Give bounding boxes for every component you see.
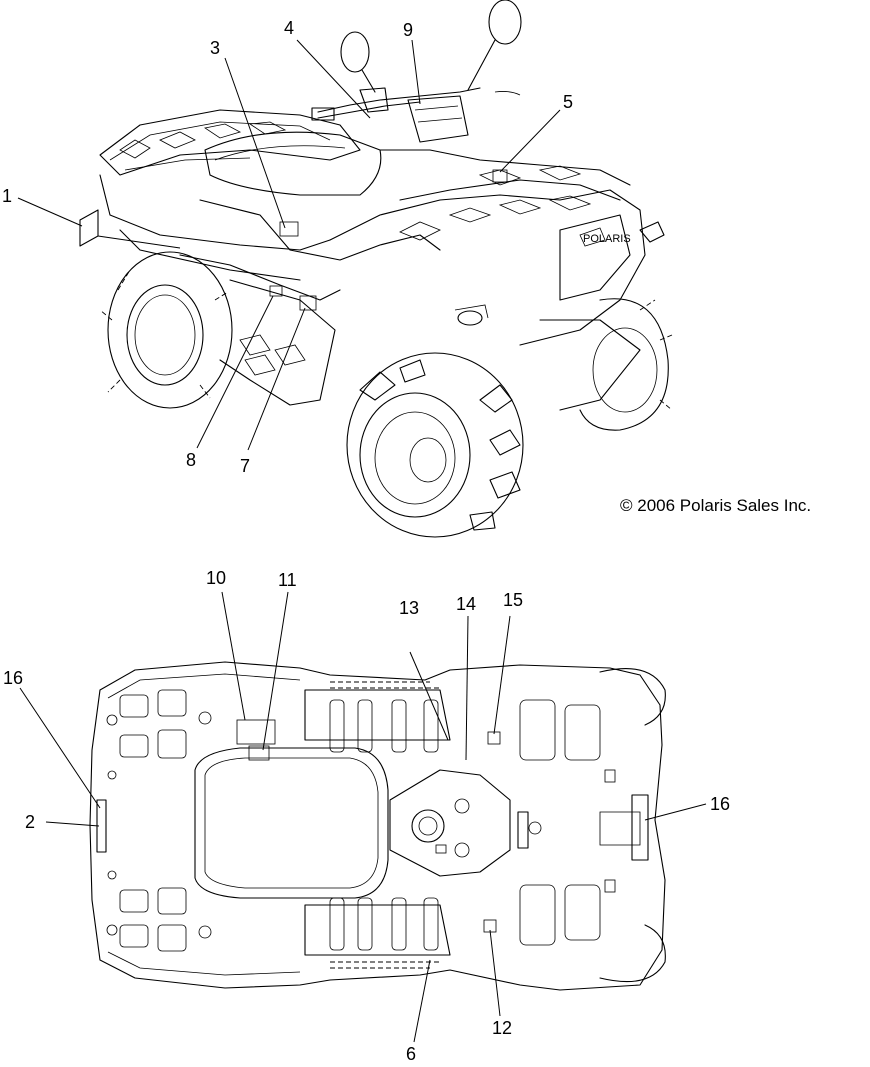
fuel-tank — [389, 769, 511, 877]
callout-4: 4 — [284, 18, 294, 38]
callout-16-front: 16 — [710, 794, 730, 814]
callout-1: 1 — [2, 186, 12, 206]
callout-6: 6 — [406, 1044, 416, 1062]
decal-markers-top — [79, 169, 606, 311]
decal-3-patch — [279, 221, 299, 237]
footrest-upper — [304, 681, 451, 753]
callout-9: 9 — [403, 20, 413, 40]
decal-16-front-patch — [631, 794, 649, 861]
decal-7-patch — [299, 295, 317, 311]
copyright-notice: © 2006 Polaris Sales Inc. — [620, 496, 812, 515]
rear-wheel — [99, 251, 233, 409]
leader-lines — [17, 39, 707, 1043]
decal-11-patch — [248, 745, 270, 761]
callout-2: 2 — [25, 812, 35, 832]
atv-body — [99, 109, 665, 411]
decal-1-patch — [79, 209, 99, 247]
callout-7: 7 — [240, 456, 250, 476]
decal-10-patch — [236, 719, 276, 745]
atv-perspective-view: POLARIS — [79, 0, 673, 538]
handlebar — [311, 0, 522, 143]
callout-8: 8 — [186, 450, 196, 470]
callout-14: 14 — [456, 594, 476, 614]
seat-outline — [194, 747, 389, 899]
atv-overhead-view — [89, 661, 666, 991]
logo-panel — [579, 227, 606, 247]
front-logo: POLARIS — [583, 233, 631, 245]
far-front-wheel — [579, 298, 673, 431]
decal-5-patch — [492, 169, 508, 183]
callout-10: 10 — [206, 568, 226, 588]
callout-labels: 1 2 3 4 5 6 7 8 9 10 11 12 13 14 15 16 1… — [2, 18, 730, 1064]
callout-5: 5 — [563, 92, 573, 112]
front-rack — [517, 699, 641, 946]
footrest-lower — [304, 897, 451, 969]
callout-3: 3 — [210, 38, 220, 58]
callout-15: 15 — [503, 590, 523, 610]
rear-rack — [106, 689, 212, 952]
callout-16-rear: 16 — [3, 668, 23, 688]
callout-11: 11 — [278, 570, 297, 590]
front-wheel — [346, 352, 524, 538]
callout-13: 13 — [399, 598, 419, 618]
decal-8-patch — [269, 285, 283, 297]
callout-12: 12 — [492, 1018, 512, 1038]
